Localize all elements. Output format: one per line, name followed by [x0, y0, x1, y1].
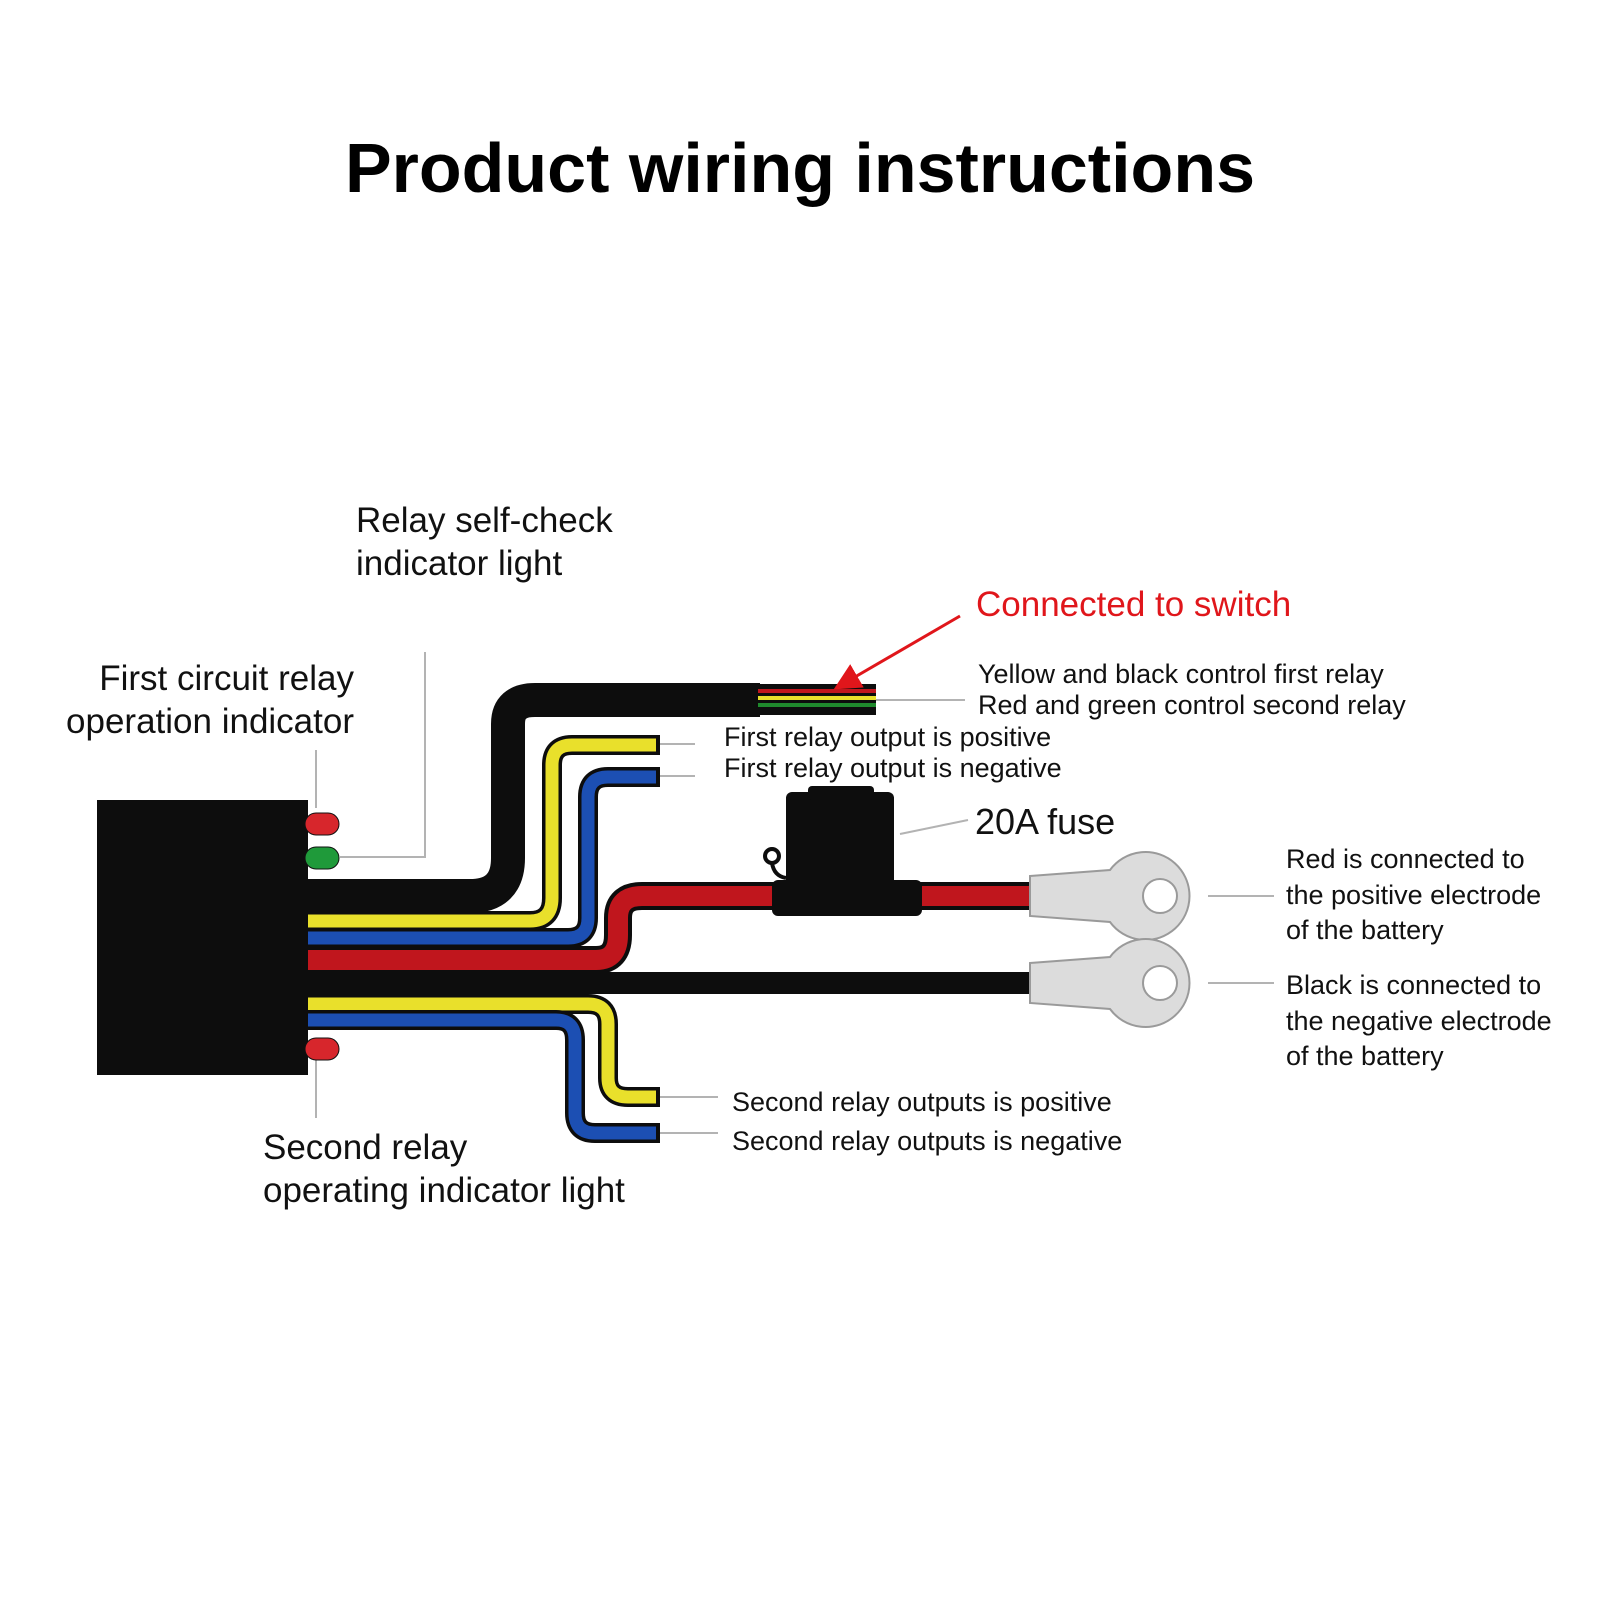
- label-line: of the battery: [1286, 915, 1444, 946]
- label-line: First circuit relay: [99, 659, 354, 698]
- wire-blue-second-core: [300, 1013, 656, 1140]
- label-first-relay-outputs: First relay output is positive First rel…: [724, 722, 1062, 784]
- label-fuse: 20A fuse: [975, 801, 1116, 842]
- red-arrow-icon: [833, 614, 961, 690]
- wires: [300, 683, 1035, 1143]
- label-second-indicator: Second relay operating indicator light: [263, 1127, 625, 1212]
- control-wire-green: [758, 703, 876, 707]
- ring-terminal-hole: [1142, 965, 1178, 1001]
- label-line: First relay output is positive: [724, 722, 1052, 752]
- label-control-wires: Yellow and black control first relay Red…: [978, 659, 1406, 721]
- fuse-holder-cap: [808, 786, 874, 800]
- ring-terminal-negative: [1029, 938, 1191, 1028]
- indicator-led-icon: [304, 1037, 340, 1061]
- label-line: Red and green control second relay: [978, 689, 1406, 720]
- label-line: of the battery: [1286, 1041, 1444, 1072]
- label-line: operating indicator light: [263, 1170, 625, 1210]
- ring-terminal-positive: [1029, 851, 1191, 941]
- wire-yellow-second-core: [300, 997, 656, 1104]
- label-second-relay-outputs: Second relay outputs is positive Second …: [732, 1083, 1122, 1161]
- label-line: Second relay: [263, 1128, 468, 1167]
- label-line: Second relay outputs is positive: [732, 1087, 1112, 1117]
- label-line: the negative electrode: [1286, 1005, 1552, 1036]
- indicator-leds: [304, 812, 340, 1061]
- label-line: Second relay outputs is negative: [732, 1125, 1123, 1156]
- fuse-holder-collar: [772, 880, 922, 916]
- leader-fuse: [899, 819, 969, 835]
- indicator-led-icon: [304, 846, 340, 870]
- fuse-holder-strap: [770, 862, 787, 880]
- page-title: Product wiring instructions: [344, 129, 1256, 207]
- label-self-check-indicator: Relay self-check indicator light: [356, 500, 613, 585]
- label-line: Black is connected to: [1286, 970, 1542, 1000]
- label-battery-negative: Black is connected to the negative elect…: [1286, 968, 1552, 1075]
- wire-yellow-first-core: [300, 738, 656, 928]
- fuse-holder-clip: [763, 847, 781, 865]
- label-line: indicator light: [356, 543, 563, 583]
- label-first-indicator: First circuit relay operation indicator: [52, 658, 354, 743]
- label-line: Relay self-check: [356, 501, 613, 540]
- label-line: Red is connected to: [1286, 844, 1525, 874]
- ring-terminal-hole: [1142, 878, 1178, 914]
- leader-self-check: [340, 652, 426, 858]
- ring-terminal-icon: [1029, 851, 1191, 941]
- wire-black-control: [300, 683, 760, 913]
- control-wire-yellow: [758, 696, 876, 700]
- label-line: Yellow and black control first relay: [978, 659, 1384, 689]
- label-battery-positive: Red is connected to the positive electro…: [1286, 842, 1541, 949]
- fuse-holder: [763, 786, 922, 916]
- indicator-led-icon: [304, 812, 340, 836]
- label-connected-to-switch: Connected to switch: [976, 585, 1292, 624]
- relay-box: [97, 800, 308, 1075]
- ring-terminal-icon: [1029, 938, 1191, 1028]
- label-line: First relay output is negative: [724, 752, 1062, 783]
- wire-blue-first-core: [300, 770, 656, 945]
- wire-red-battery-core: [300, 886, 1035, 970]
- leader-lines: [315, 652, 1274, 1134]
- label-line: operation indicator: [66, 701, 354, 741]
- control-wire-red: [758, 689, 876, 693]
- label-line: the positive electrode: [1286, 879, 1542, 910]
